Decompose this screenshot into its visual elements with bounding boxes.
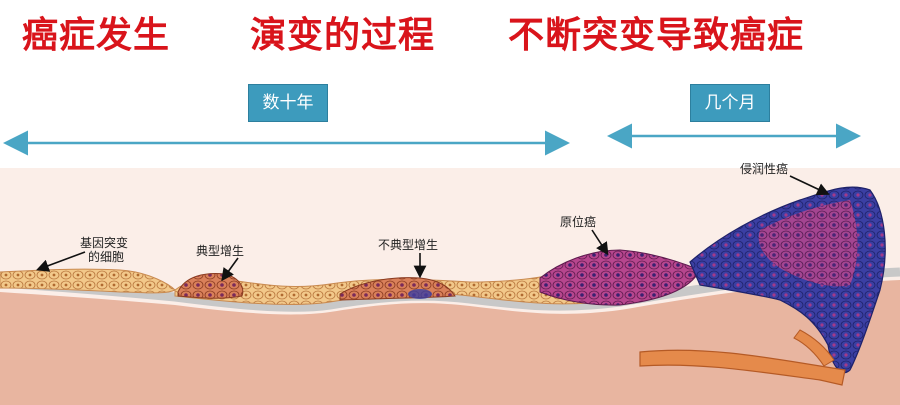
label-in-situ: 原位癌 <box>560 214 596 229</box>
pointer-invasive <box>789 175 830 196</box>
label-hyperplasia: 典型增生 <box>196 244 244 258</box>
stroma-tissue <box>0 280 900 405</box>
atypical-nucleus-cluster <box>408 289 432 299</box>
title-part-3: 不断突变导致癌症 <box>508 15 805 56</box>
pointer-in-situ <box>591 229 609 256</box>
blood-vessel <box>639 349 846 386</box>
label-mutated-cell-line1: 基因突变 <box>80 235 128 250</box>
period-badge-decades: 数十年 <box>248 84 328 122</box>
period-badge-months: 几个月 <box>690 84 770 122</box>
blood-vessel-branch <box>793 329 835 367</box>
pointer-mutated-cell <box>36 251 86 272</box>
invasive-core <box>758 200 858 287</box>
title-part-1: 癌症发生 <box>22 15 171 56</box>
title-part-2: 演变的过程 <box>250 15 436 56</box>
label-atypical-hyperplasia: 不典型增生 <box>378 238 438 252</box>
label-invasive: 侵润性癌 <box>740 161 788 176</box>
pointer-hyperplasia <box>221 257 239 282</box>
label-mutated-cell-line2: 的细胞 <box>88 249 124 264</box>
